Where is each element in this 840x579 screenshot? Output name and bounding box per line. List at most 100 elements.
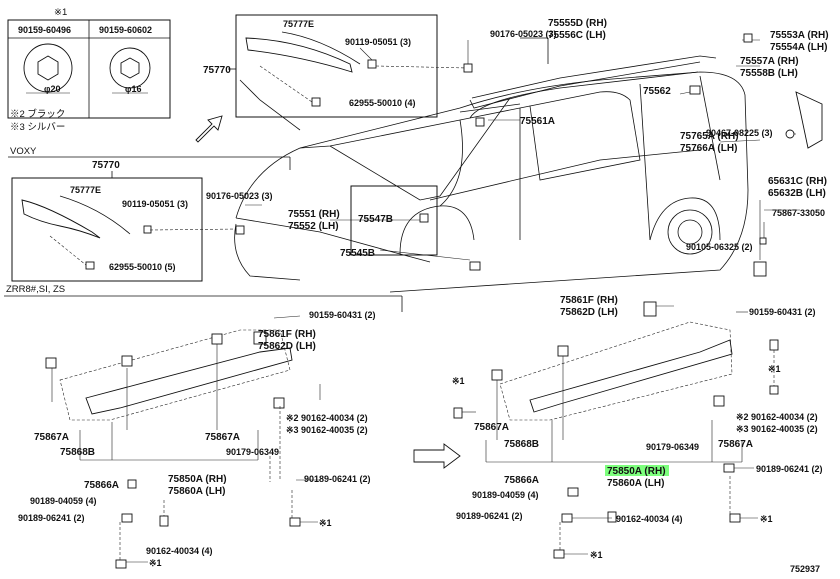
bracket-icon (643, 301, 657, 317)
figure-id: 752937 (790, 564, 820, 574)
right-label-8: ※2 90162-40034 (2) (736, 412, 818, 422)
left-label-12: 90179-06349 (226, 447, 279, 457)
right-side-skirt-group (453, 301, 779, 559)
screw-icon (769, 339, 779, 351)
legend-mark: ※1 (54, 7, 67, 18)
body-label-19: 75552 (LH) (288, 221, 339, 232)
right-label-6: 75867A (474, 422, 509, 433)
body-label-21: 75545B (340, 248, 375, 259)
body-label-8: 75562 (643, 86, 671, 97)
body-label-18: 75551 (RH) (288, 209, 340, 220)
clip-icon (553, 549, 565, 559)
nut-large-icon (23, 43, 73, 94)
voxy-box: 75770 75777E 90119-05051 (3) 62955-50010… (11, 160, 241, 282)
legend-col2: 90159-60602 (99, 25, 152, 35)
clip-icon (723, 463, 735, 473)
clip-icon (689, 85, 701, 95)
spoiler-part (21, 199, 101, 239)
screw-icon (785, 129, 795, 139)
left-label-10: ※2 90162-40034 (2) (286, 413, 368, 423)
roof-rail (471, 55, 717, 99)
right-label-7: 75868B (504, 439, 539, 450)
clip-icon (419, 213, 429, 223)
legend-note2: ※2 ブラック (10, 108, 65, 120)
right-label-2: 75862D (LH) (560, 307, 618, 318)
body-label-5: 75554A (LH) (770, 42, 827, 53)
left-label-11: ※3 90162-40035 (2) (286, 425, 368, 435)
body-label-16: 90105-06325 (2) (686, 242, 753, 252)
body-label-13: 65631C (RH) (768, 176, 827, 187)
body-label-17: 90176-05023 (3) (206, 191, 273, 201)
arrow-icon (195, 115, 223, 143)
right-label-14: 75860A (LH) (607, 478, 664, 489)
voxy-box-item-1: 75777E (70, 185, 101, 195)
legend-dim2: φ16 (125, 84, 141, 94)
bracket-icon (753, 261, 767, 277)
left-label-16: 90162-40034 (4) (146, 546, 213, 556)
left-label-17: ※1 (319, 518, 332, 528)
top-box-item-3: 62955-50010 (4) (349, 98, 416, 108)
right-label-1: 75861F (RH) (560, 295, 618, 306)
clip-icon (743, 33, 753, 43)
clip-icon (121, 513, 133, 523)
body-label-15: 75867-33050 (772, 208, 825, 218)
clip-icon (491, 369, 503, 381)
arrow-icon (413, 443, 461, 469)
legend-note3: ※3 シルバー (10, 122, 65, 133)
moulding-strip (281, 31, 361, 65)
clip-icon (121, 355, 133, 367)
clip-icon (115, 559, 127, 569)
left-label-9: 75860A (LH) (168, 486, 225, 497)
right-label-18: 90162-40034 (4) (616, 514, 683, 524)
right-label-20: ※1 (590, 550, 603, 560)
clip-icon (127, 479, 137, 489)
right-label-12: 75866A (504, 475, 539, 486)
right-label-17: 90189-06241 (2) (456, 511, 523, 521)
left-label-14: 90189-04059 (4) (30, 496, 97, 506)
clip-icon (273, 397, 285, 409)
clip-icon (143, 225, 152, 234)
body-label-10: 75765A (RH) (680, 131, 739, 142)
left-side-skirt-group (45, 315, 321, 569)
body-label-6: 75557A (RH) (740, 56, 799, 67)
clip-icon (463, 63, 473, 73)
right-label-3: 90159-60431 (2) (749, 307, 816, 317)
body-label-20: 75547B (358, 214, 393, 225)
body-label-3: 75556C (LH) (548, 30, 606, 41)
right-label-19: ※1 (760, 514, 773, 524)
top-box-item-1: 75777E (283, 19, 314, 29)
moulding-strip (59, 195, 131, 235)
top-box-part: 75770 (203, 65, 231, 76)
left-label-5: 75868B (60, 447, 95, 458)
right-label-4: ※1 (452, 376, 465, 386)
left-label-13: 90189-06241 (2) (304, 474, 371, 484)
top-box: 75770 75777E 90119-05051 (3) 62955-50010… (203, 14, 469, 118)
screw-icon (607, 511, 617, 523)
right-label-11: 75867A (718, 439, 753, 450)
body-label-4: 75553A (RH) (770, 30, 829, 41)
legend-table: ※1 90159-60496 90159-60602 φ20 φ16 ※2 ブラ… (7, 7, 171, 120)
detail-box (350, 185, 438, 256)
screw-icon (769, 385, 779, 395)
nut-small-icon (109, 47, 151, 94)
body-label-14: 65632B (LH) (768, 188, 826, 199)
clip-icon (235, 225, 245, 235)
legend-col1: 90159-60496 (18, 25, 71, 35)
left-label-7: 75866A (84, 480, 119, 491)
clip-icon (211, 333, 223, 345)
zrr-label: ZRR8#,SI, ZS (6, 284, 65, 295)
highlight-marker (605, 465, 669, 476)
vehicle-body (234, 55, 823, 293)
voxy-box-item-2: 90119-05051 (3) (122, 199, 188, 209)
left-label-3: 75862D (LH) (258, 341, 316, 352)
screw-icon (159, 515, 169, 527)
clip-icon (289, 517, 301, 527)
left-label-4: 75867A (34, 432, 69, 443)
clip-icon (729, 513, 741, 523)
clip-icon (557, 345, 569, 357)
screw-icon (759, 237, 767, 245)
left-label-18: ※1 (149, 558, 162, 568)
left-label-1: 90159-60431 (2) (309, 310, 376, 320)
body-label-2: 75555D (RH) (548, 18, 607, 29)
